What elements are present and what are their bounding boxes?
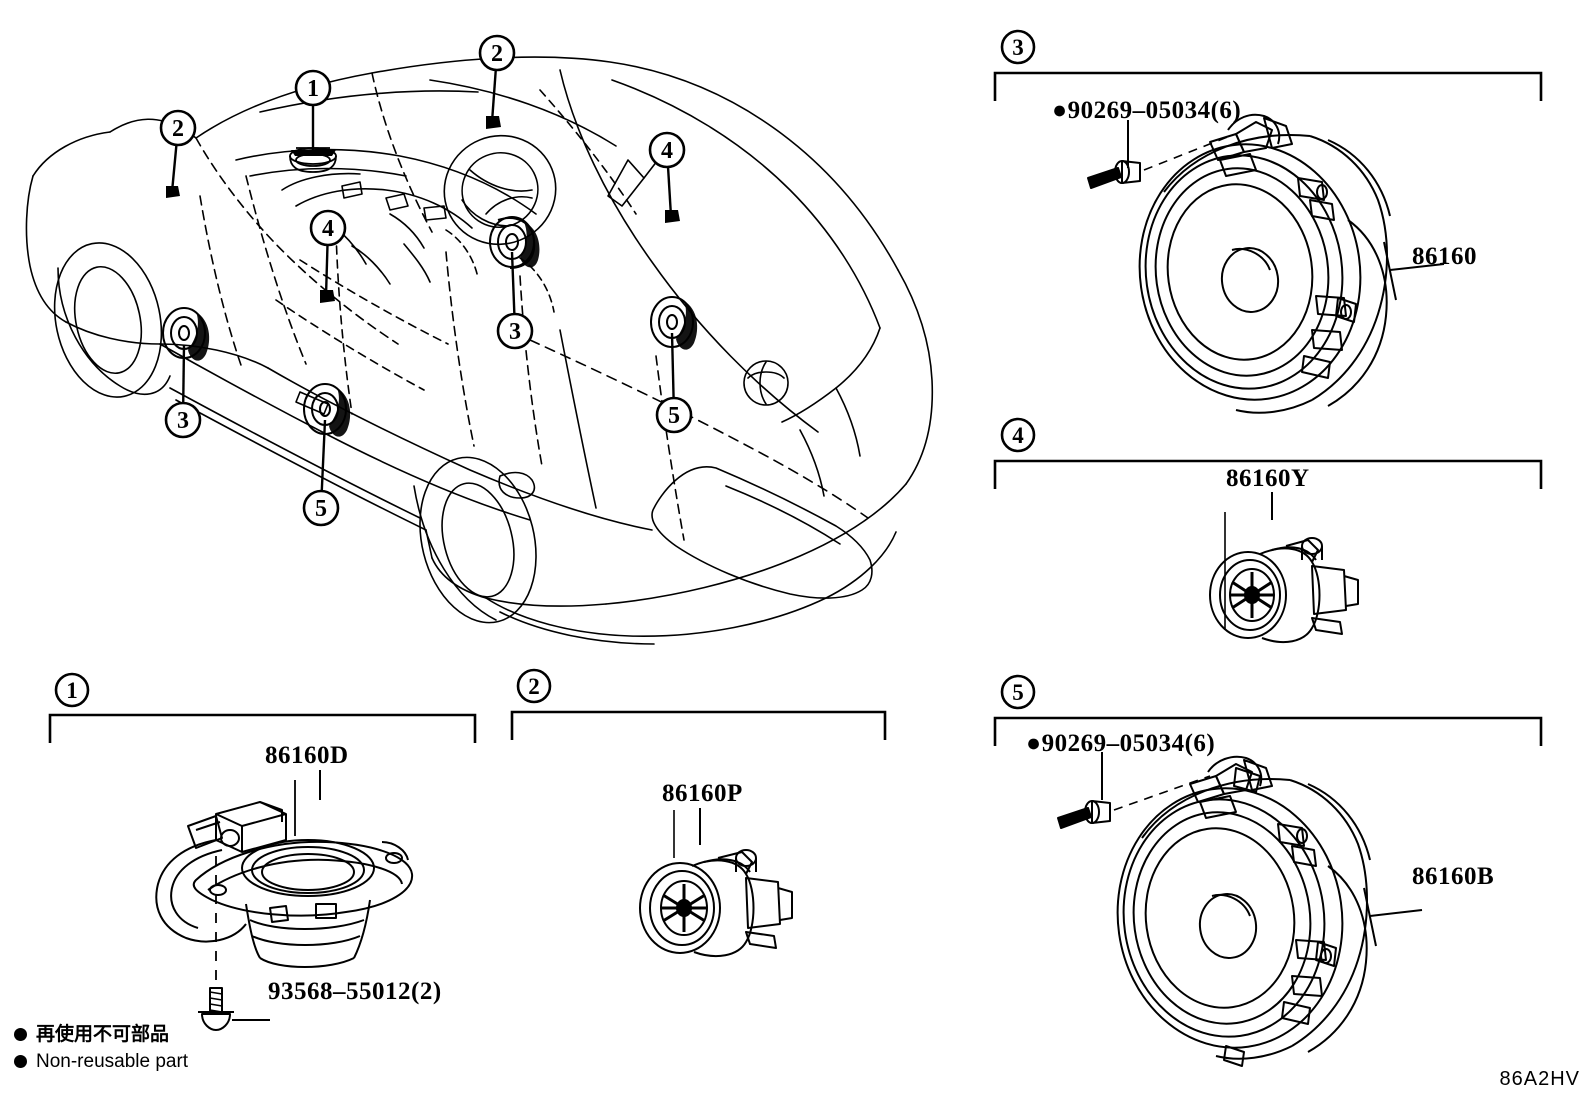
section-3: 3 xyxy=(993,29,1543,101)
callout-number: 4 xyxy=(661,138,673,164)
section-badge xyxy=(1000,29,1036,65)
section-badge-number: 1 xyxy=(66,678,78,703)
section-2: 2 xyxy=(510,668,887,740)
vehicle-callout-5: 5 xyxy=(302,419,340,527)
vehicle-callout-2: 2 xyxy=(159,109,197,193)
callout-number: 2 xyxy=(491,41,503,67)
legend-row-english: Non-reusable part xyxy=(14,1048,188,1075)
section-badge xyxy=(1000,674,1036,710)
callout-number: 2 xyxy=(172,116,184,142)
part-number-text: 86160B xyxy=(1412,863,1495,890)
vehicle-callout-5: 5 xyxy=(655,332,693,434)
filled-circle-icon xyxy=(14,1055,27,1068)
section-2-illustration xyxy=(639,810,793,958)
callout-number: 3 xyxy=(509,319,521,345)
part-number-86160y: 86160Y xyxy=(1226,465,1310,493)
part-number-text: 86160P xyxy=(662,780,743,807)
vehicle-illustration xyxy=(25,56,934,645)
callout-number: 5 xyxy=(668,403,680,429)
part-number-text: 90269–05034(6) xyxy=(1041,730,1216,757)
section-badge-number: 5 xyxy=(1012,680,1024,705)
part-number-86160d: 86160D xyxy=(265,742,349,770)
part-number-90269-05034-6-: ●90269–05034(6) xyxy=(1052,97,1241,125)
part-number-93568-55012-2-: 93568–55012(2) xyxy=(268,978,442,1006)
vehicle-callout-2: 2 xyxy=(478,34,516,123)
section-badge-number: 3 xyxy=(1012,35,1024,60)
legend: 再使用不可部品 Non-reusable part xyxy=(14,1021,188,1075)
part-number-text: 86160Y xyxy=(1226,465,1310,492)
section-4-illustration xyxy=(1209,512,1359,644)
part-number-86160: 86160 xyxy=(1412,243,1477,271)
section-bracket xyxy=(48,713,477,743)
filled-circle-icon xyxy=(14,1028,27,1041)
part-number-90269-05034-6-: ●90269–05034(6) xyxy=(1026,730,1215,758)
callout-number: 3 xyxy=(177,408,189,434)
section-badge xyxy=(1000,417,1036,453)
part-number-86160b: 86160B xyxy=(1412,863,1494,891)
diagram-code: 86A2HV xyxy=(1499,1068,1580,1090)
part-number-text: 86160D xyxy=(265,742,349,769)
legend-row-japanese: 再使用不可部品 xyxy=(14,1021,188,1048)
vehicle-callout-1: 1 xyxy=(294,69,332,152)
vehicle-callout-layer: 1 2 2 4 4 3 3 5 5 xyxy=(159,34,693,527)
part-number-86160p: 86160P xyxy=(662,780,743,808)
section-3-illustration xyxy=(1087,113,1445,414)
non-reusable-marker-icon: ● xyxy=(1052,97,1068,124)
callout-number: 4 xyxy=(322,216,334,242)
section-badge-number: 2 xyxy=(528,674,540,699)
section-badge xyxy=(54,672,90,708)
callout-number: 5 xyxy=(315,496,327,522)
non-reusable-marker-icon: ● xyxy=(1026,730,1042,757)
section-bracket xyxy=(510,710,887,740)
vehicle-callout-3: 3 xyxy=(164,344,202,439)
legend-english-text: Non-reusable part xyxy=(36,1051,189,1072)
section-badge xyxy=(516,668,552,704)
callout-number: 1 xyxy=(307,76,319,102)
section-badge-number: 4 xyxy=(1012,423,1024,448)
part-number-text: 93568–55012(2) xyxy=(268,978,442,1005)
section-1: 1 xyxy=(48,672,477,743)
vehicle-callout-4: 4 xyxy=(309,209,347,297)
part-number-text: 86160 xyxy=(1412,243,1477,270)
vehicle-callout-3: 3 xyxy=(496,251,534,350)
section-5-illustration xyxy=(1057,755,1423,1067)
section-1-illustration xyxy=(155,780,414,1031)
part-number-text: 90269–05034(6) xyxy=(1067,97,1242,124)
legend-japanese-text: 再使用不可部品 xyxy=(36,1023,170,1045)
vehicle-callout-4: 4 xyxy=(648,131,686,217)
